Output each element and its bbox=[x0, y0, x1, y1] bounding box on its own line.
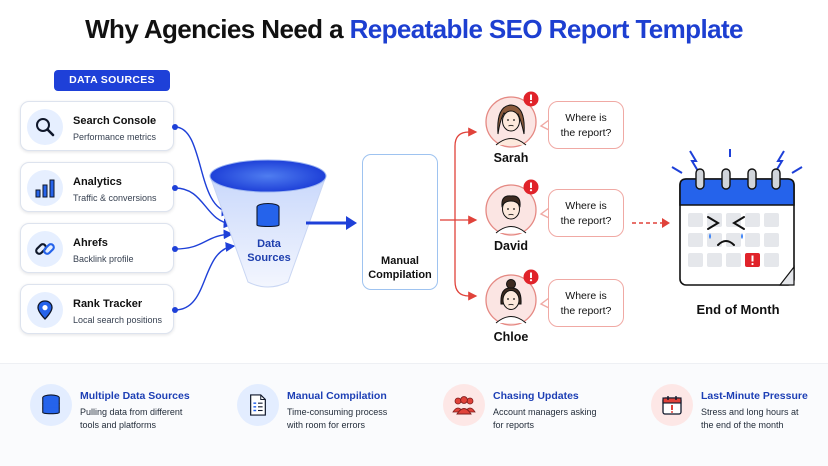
calendar-stress-icon bbox=[671, 149, 803, 286]
manual-compilation-label: Manual Compilation bbox=[358, 254, 442, 282]
source-name: Analytics bbox=[73, 176, 122, 188]
end-of-month-label: End of Month bbox=[696, 302, 780, 317]
source-description: Traffic & conversions bbox=[73, 193, 157, 203]
bar-chart-icon bbox=[27, 170, 63, 206]
manual-compilation-box bbox=[362, 154, 438, 290]
people-icon bbox=[443, 384, 485, 426]
bubble-line2: the report? bbox=[560, 305, 612, 317]
avatar-david bbox=[485, 184, 537, 236]
bubble-line1: Where is bbox=[565, 200, 607, 212]
person-name-chloe: Chloe bbox=[493, 330, 529, 344]
source-description: Local search positions bbox=[73, 315, 163, 325]
funnel-label-line1: Data bbox=[257, 238, 281, 250]
speech-bubble-sarah: Where is the report? bbox=[548, 101, 624, 149]
document-icon bbox=[237, 384, 279, 426]
info-heading: Last-Minute Pressure bbox=[701, 390, 808, 402]
avatar-chloe bbox=[485, 274, 537, 326]
manual-label-line1: Manual bbox=[381, 255, 419, 267]
alert-badge-icon bbox=[523, 269, 539, 285]
title-prefix: Why Agencies Need a bbox=[85, 14, 350, 44]
person-name-david: David bbox=[493, 239, 529, 253]
title-highlight: Repeatable SEO Report Template bbox=[349, 14, 744, 44]
info-heading: Multiple Data Sources bbox=[80, 390, 190, 402]
source-name: Rank Tracker bbox=[73, 298, 143, 310]
manual-label-line2: Compilation bbox=[368, 269, 432, 281]
database-icon bbox=[256, 202, 280, 228]
magnifier-icon bbox=[27, 109, 63, 145]
link-icon bbox=[27, 231, 63, 267]
database-icon bbox=[30, 384, 72, 426]
funnel-label-line2: Sources bbox=[247, 252, 291, 264]
person-name-sarah: Sarah bbox=[493, 151, 529, 165]
bubble-line1: Where is bbox=[565, 112, 607, 124]
location-pin-icon bbox=[27, 292, 63, 328]
people-connectors bbox=[440, 127, 478, 301]
bubble-line1: Where is bbox=[565, 290, 607, 302]
page-title: Why Agencies Need a Repeatable SEO Repor… bbox=[0, 14, 828, 45]
info-heading: Manual Compilation bbox=[287, 390, 387, 402]
funnel-icon bbox=[209, 159, 327, 288]
data-sources-badge: DATA SOURCES bbox=[54, 70, 170, 91]
source-connectors bbox=[172, 124, 236, 313]
alert-badge-icon bbox=[523, 179, 539, 195]
source-description: Backlink profile bbox=[73, 254, 134, 264]
source-card-search-console: Search Console Performance metrics bbox=[20, 101, 174, 151]
calendar-alert-icon bbox=[651, 384, 693, 426]
avatar-sarah bbox=[485, 96, 537, 148]
alert-badge-icon bbox=[523, 91, 539, 107]
source-name: Ahrefs bbox=[73, 237, 108, 249]
bubble-line2: the report? bbox=[560, 127, 612, 139]
info-heading: Chasing Updates bbox=[493, 390, 579, 402]
source-description: Performance metrics bbox=[73, 132, 157, 142]
source-card-rank-tracker: Rank Tracker Local search positions bbox=[20, 284, 174, 334]
source-name: Search Console bbox=[73, 115, 157, 127]
bubble-line2: the report? bbox=[560, 215, 612, 227]
speech-bubble-chloe: Where is the report? bbox=[548, 279, 624, 327]
speech-bubble-david: Where is the report? bbox=[548, 189, 624, 237]
funnel-label: Data Sources bbox=[230, 237, 308, 265]
